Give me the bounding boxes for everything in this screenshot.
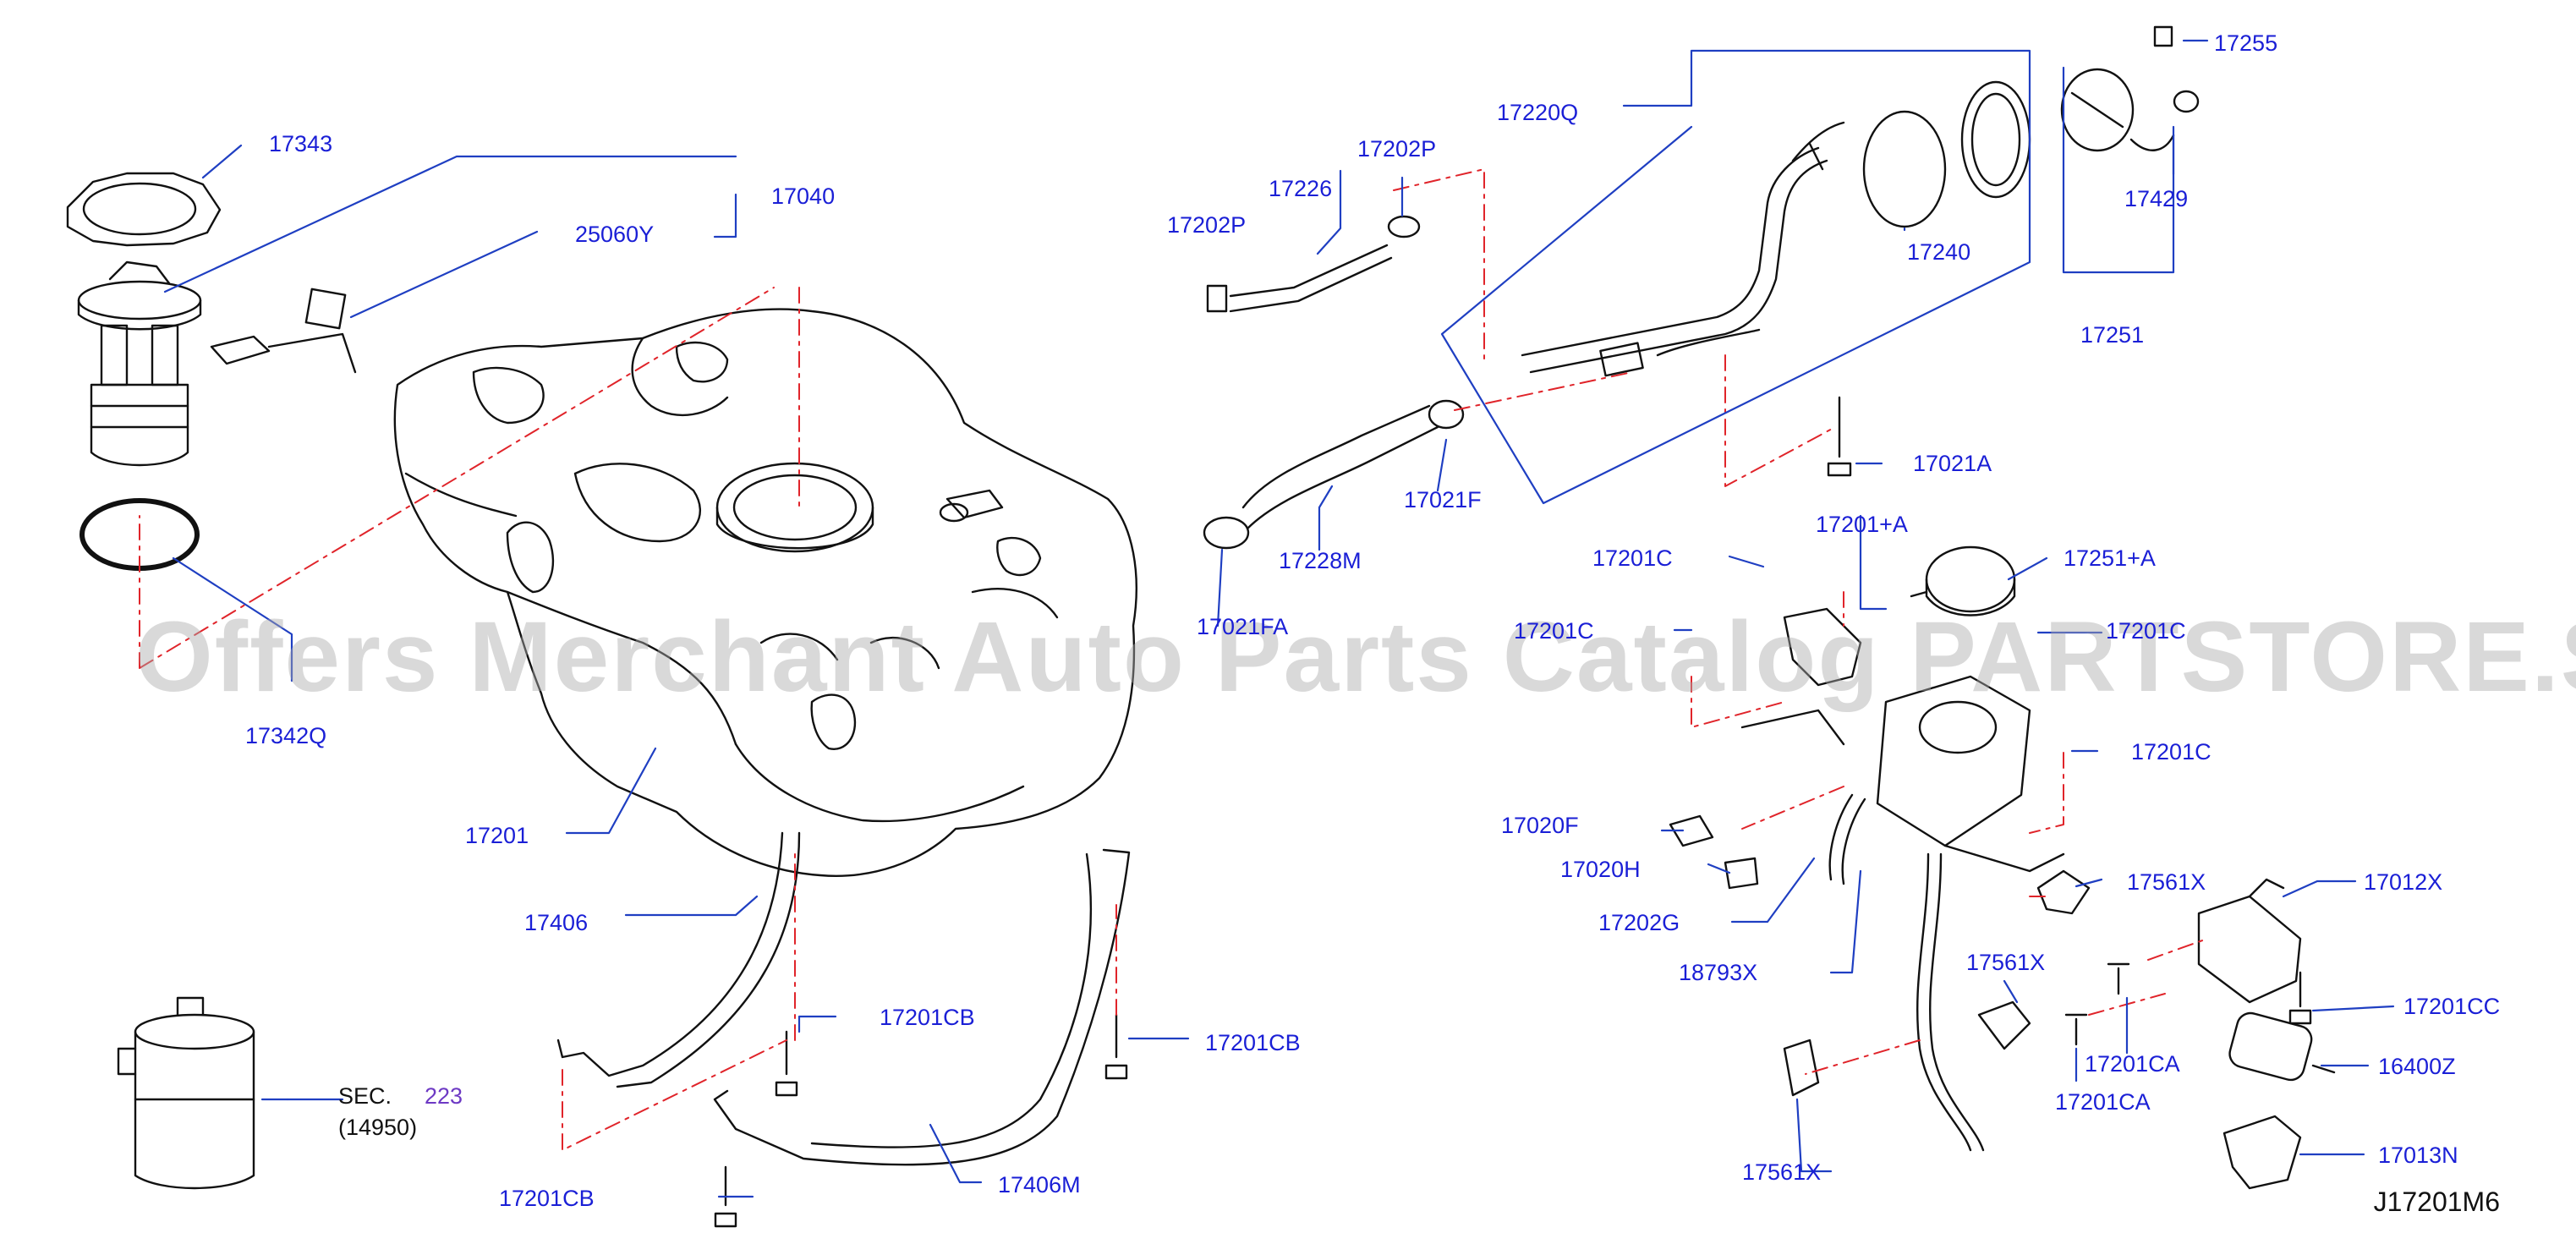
label-17251A[interactable]: 17251+A <box>2064 545 2156 571</box>
fuel-level-sensor-25060Y[interactable] <box>210 288 357 374</box>
fuel-tank-17201[interactable] <box>393 308 1137 877</box>
tether-17429[interactable] <box>2173 90 2200 113</box>
label-17201C-a[interactable]: 17201C <box>1592 545 1673 571</box>
bolt-17201CA-b[interactable] <box>2064 1013 2088 1046</box>
label-17013N[interactable]: 17013N <box>2378 1143 2458 1168</box>
evap-canister-14950[interactable] <box>117 996 255 1190</box>
bolt-17201CB-c[interactable] <box>714 1165 737 1228</box>
fuel-cap-17251[interactable] <box>2060 68 2175 152</box>
filler-neck-seal-17240[interactable] <box>1862 80 2031 228</box>
label-17040[interactable]: 17040 <box>771 184 836 209</box>
label-sec-223[interactable]: 223 <box>425 1083 463 1109</box>
label-17561X-b[interactable]: 17561X <box>1966 950 2046 975</box>
bolt-17021A[interactable] <box>1827 396 1852 477</box>
label-17201C-c[interactable]: 17201C <box>2106 618 2186 644</box>
label-17201CB-c[interactable]: 17201CB <box>499 1186 595 1211</box>
clamp-17202P-b[interactable] <box>1387 215 1421 238</box>
label-17251[interactable]: 17251 <box>2080 322 2145 348</box>
label-17201CB-a[interactable]: 17201CB <box>880 1005 975 1030</box>
label-17561X-a[interactable]: 17561X <box>2127 869 2206 895</box>
label-17201C-b[interactable]: 17201C <box>1514 618 1594 644</box>
bolt-17201CB-b[interactable] <box>1104 1013 1128 1080</box>
label-16400Z[interactable]: 16400Z <box>2378 1054 2456 1079</box>
label-17202G[interactable]: 17202G <box>1598 910 1680 935</box>
filler-tube-17220Q[interactable] <box>1521 121 1845 377</box>
hose-17226[interactable] <box>1229 244 1389 298</box>
label-17255[interactable]: 17255 <box>2214 30 2278 56</box>
label-17220Q[interactable]: 17220Q <box>1497 100 1579 125</box>
clip-17561X-c[interactable] <box>1783 1039 1820 1097</box>
bolt-17201CA-a[interactable] <box>2107 962 2130 995</box>
label-17202P-b[interactable]: 17202P <box>1357 136 1437 162</box>
label-17021F[interactable]: 17021F <box>1404 487 1482 512</box>
clamp-17021F[interactable] <box>1428 399 1465 430</box>
tank-strap-17406[interactable] <box>556 831 801 1088</box>
label-17201CA-b[interactable]: 17201CA <box>2055 1089 2151 1115</box>
label-17406M[interactable]: 17406M <box>998 1172 1081 1197</box>
label-17201CA-a[interactable]: 17201CA <box>2085 1051 2180 1077</box>
label-17561X-c[interactable]: 17561X <box>1742 1159 1822 1185</box>
fuel-pump-unit-17040[interactable] <box>77 260 202 467</box>
label-sec-14950: (14950) <box>338 1115 418 1140</box>
label-sec: SEC. <box>338 1083 392 1109</box>
label-17012X[interactable]: 17012X <box>2364 869 2443 895</box>
label-25060Y[interactable]: 25060Y <box>575 222 655 247</box>
fuel-filter-16400Z[interactable] <box>2227 1010 2336 1082</box>
clip-17020F[interactable] <box>1669 814 1714 847</box>
watermark: Offers Merchant Auto Parts Catalog PARTS… <box>135 601 2576 713</box>
tank-strap-17406M[interactable] <box>713 848 1131 1166</box>
label-17342Q[interactable]: 17342Q <box>245 723 327 748</box>
label-17201CB-b[interactable]: 17201CB <box>1205 1030 1301 1055</box>
label-17021FA[interactable]: 17021FA <box>1197 614 1289 639</box>
clamp-17021FA[interactable] <box>1203 516 1250 550</box>
label-17228M[interactable]: 17228M <box>1279 548 1362 573</box>
label-17429[interactable]: 17429 <box>2124 186 2189 211</box>
hose-17228M[interactable] <box>1241 404 1439 530</box>
vent-line-18793X[interactable] <box>1916 852 1985 1152</box>
cap-assembly-17251A[interactable] <box>1910 545 2016 617</box>
label-17201CC[interactable]: 17201CC <box>2403 994 2501 1019</box>
label-17343[interactable]: 17343 <box>269 131 333 156</box>
gasket-17343[interactable] <box>66 172 222 247</box>
label-17021A[interactable]: 17021A <box>1913 451 1992 476</box>
label-17202P-a[interactable]: 17202P <box>1167 212 1247 238</box>
cap-clip-17255[interactable] <box>2153 25 2173 47</box>
label-17201C-d[interactable]: 17201C <box>2131 739 2212 765</box>
label-18793X[interactable]: 18793X <box>1679 960 1758 985</box>
label-17020H[interactable]: 17020H <box>1560 857 1641 882</box>
filler-bracket-17201A[interactable] <box>1740 607 2065 873</box>
label-17020F[interactable]: 17020F <box>1501 813 1579 838</box>
label-17406[interactable]: 17406 <box>524 910 589 935</box>
bracket-17012X[interactable] <box>2197 878 2302 1004</box>
clamp-17202P-a[interactable] <box>1206 284 1228 313</box>
bolt-17201CC[interactable] <box>2288 971 2312 1025</box>
label-17240[interactable]: 17240 <box>1907 239 1971 265</box>
label-17201A[interactable]: 17201+A <box>1816 512 1908 537</box>
bolt-17201CB-a[interactable] <box>775 1030 798 1097</box>
diagram-code: J17201M6 <box>2373 1186 2500 1217</box>
clip-17561X-b[interactable] <box>1977 1000 2031 1050</box>
clip-17020H[interactable] <box>1724 857 1759 890</box>
label-17226[interactable]: 17226 <box>1269 176 1333 201</box>
bracket-17013N[interactable] <box>2222 1115 2302 1190</box>
label-17201[interactable]: 17201 <box>465 823 529 848</box>
clip-17561X-a[interactable] <box>2036 869 2091 915</box>
vent-tube-17202G[interactable] <box>1828 793 1866 885</box>
